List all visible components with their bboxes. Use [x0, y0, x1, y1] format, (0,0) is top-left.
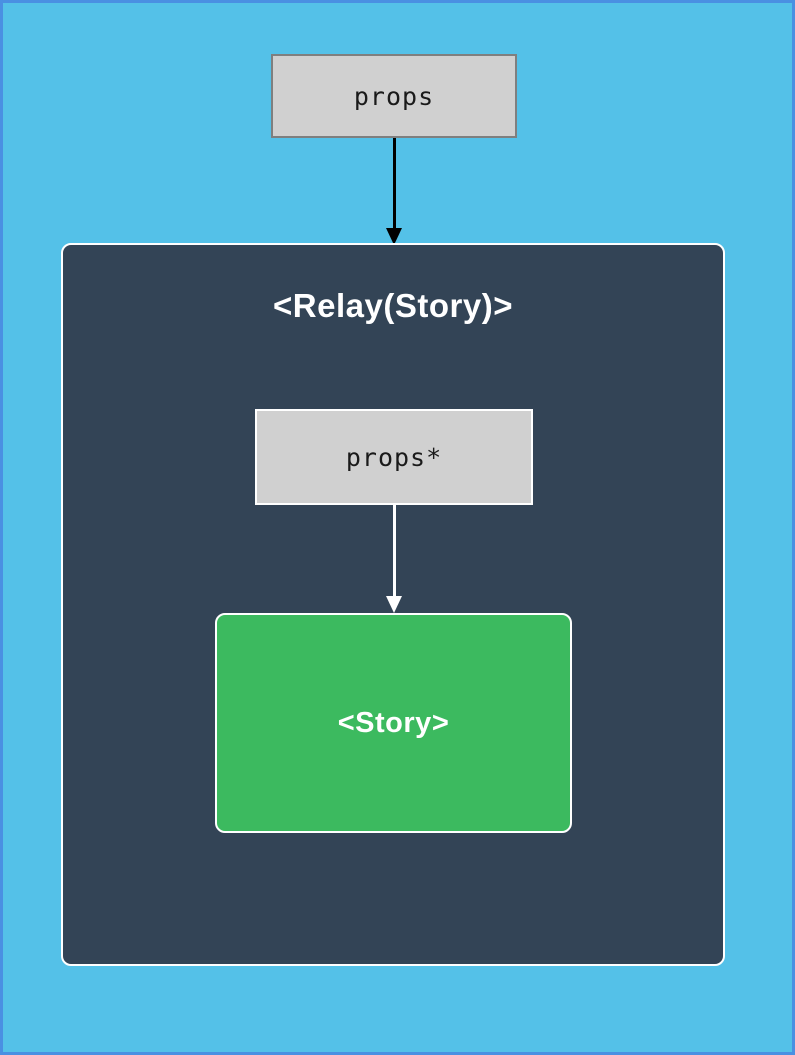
story-box-label: <Story>	[337, 706, 450, 739]
props-box-label: props	[353, 81, 435, 111]
props-star-box: props*	[255, 409, 533, 505]
props-star-to-story-arrow-icon	[386, 505, 402, 613]
story-box: <Story>	[215, 613, 572, 833]
relay-story-container: <Relay(Story)> props* <Story>	[61, 243, 725, 966]
relay-container-title: <Relay(Story)>	[273, 287, 513, 324]
props-box: props	[271, 54, 517, 138]
arrow-head-down-icon	[386, 596, 402, 613]
arrow-shaft	[392, 138, 396, 228]
props-to-relay-arrow-icon	[386, 138, 402, 245]
props-star-box-label: props*	[345, 442, 443, 472]
arrow-shaft	[392, 505, 396, 596]
arrow-head-down-icon	[386, 228, 402, 245]
